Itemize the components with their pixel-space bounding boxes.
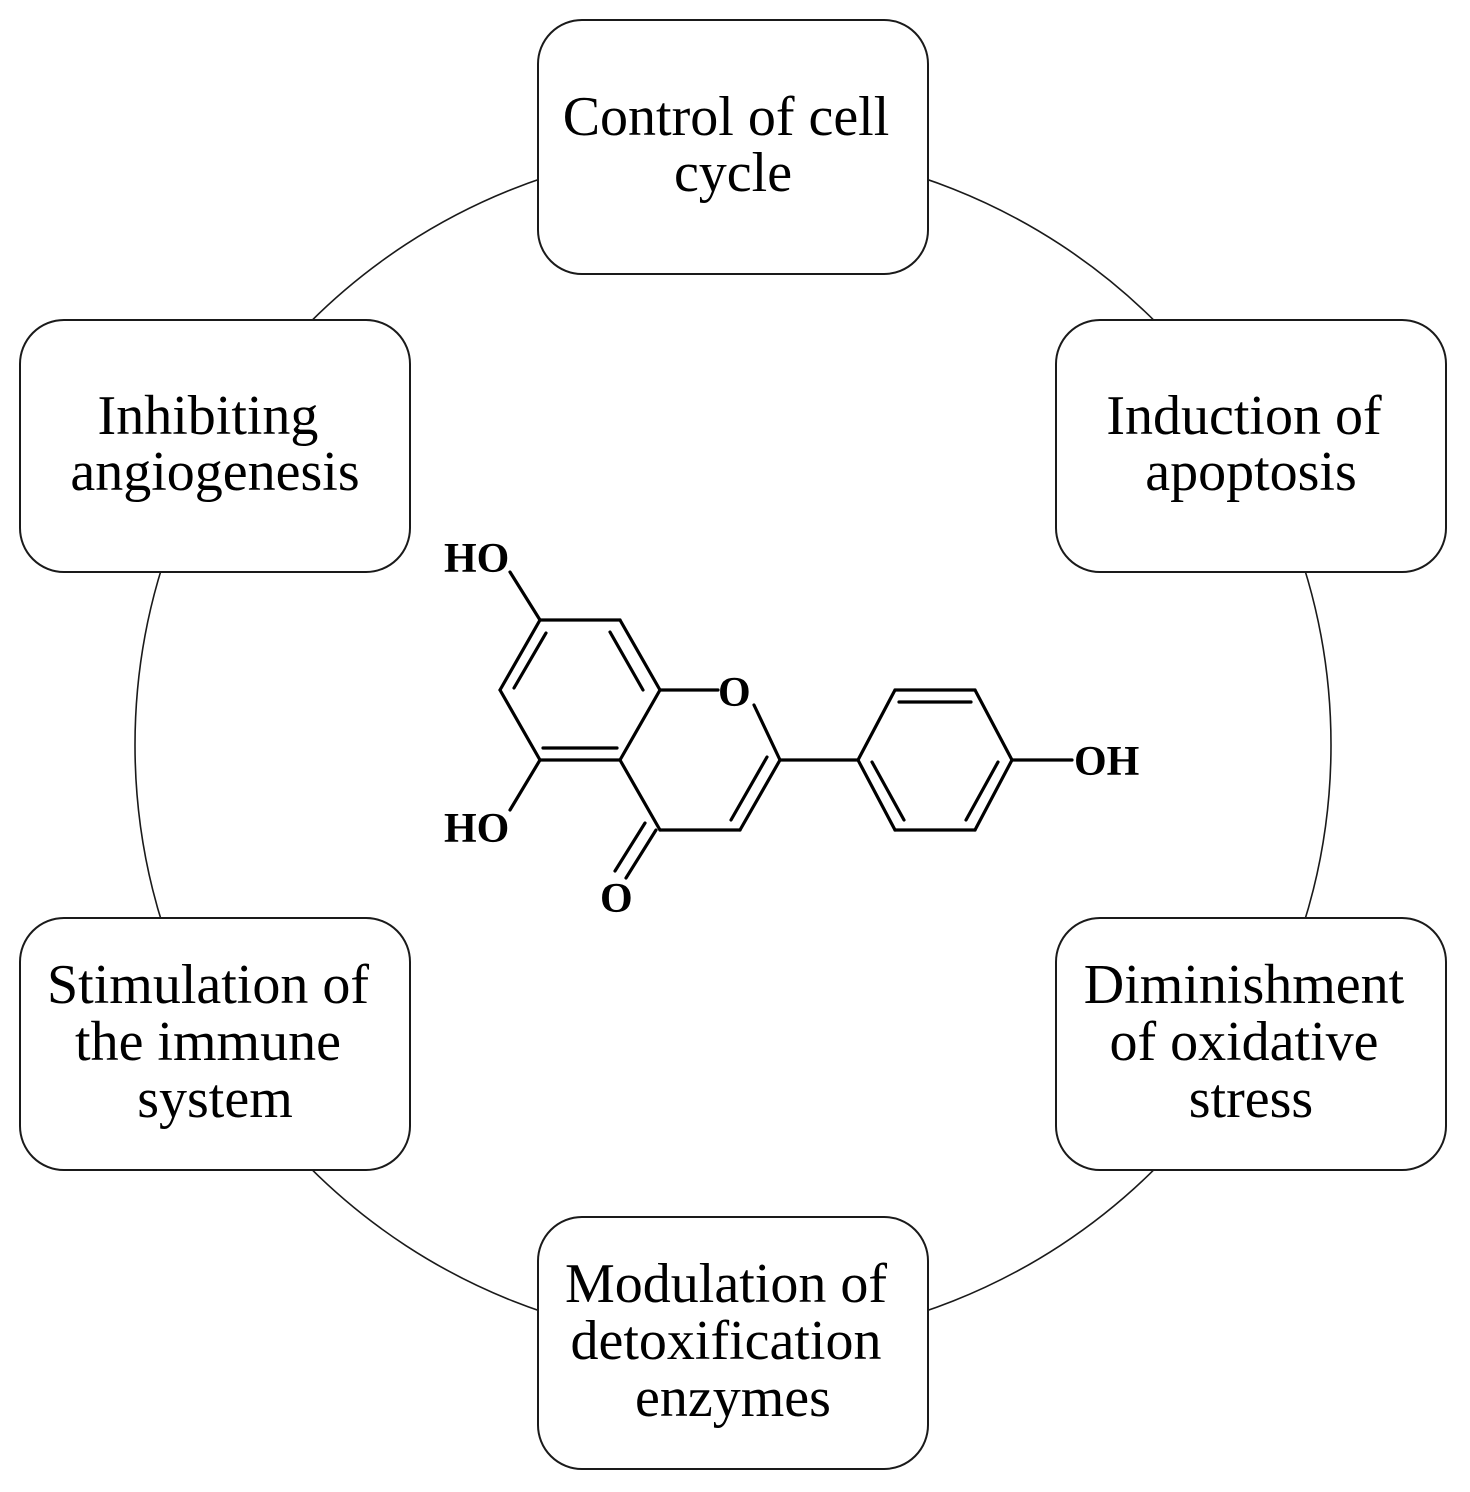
box-induction-of-apoptosis: Induction of apoptosis bbox=[1055, 319, 1447, 573]
hydroxyl-bonds bbox=[508, 570, 1074, 812]
box-stimulation-of-the-immune-system: Stimulation of the immune system bbox=[19, 917, 411, 1171]
box-label: Inhibiting angiogenesis bbox=[70, 385, 359, 503]
hydroxyl-label-top: HO bbox=[444, 536, 509, 582]
c-ring bbox=[618, 688, 782, 832]
box-modulation-of-detoxification-enzymes: Modulation of detoxification enzymes bbox=[537, 1216, 929, 1470]
a-ring bbox=[498, 618, 662, 762]
hydroxyl-label-right: OH bbox=[1074, 739, 1139, 785]
hydroxyl-label-bottom: HO bbox=[444, 806, 509, 852]
box-diminishment-of-oxidative-stress: Diminishment of oxidative stress bbox=[1055, 917, 1447, 1171]
box-label: Modulation of detoxification enzymes bbox=[565, 1253, 901, 1429]
box-control-of-cell-cycle: Control of cell cycle bbox=[537, 19, 929, 275]
box-label: Stimulation of the immune system bbox=[47, 954, 383, 1130]
box-label: Diminishment of oxidative stress bbox=[1084, 954, 1418, 1130]
carbonyl-group bbox=[613, 821, 658, 880]
box-inhibiting-angiogenesis: Inhibiting angiogenesis bbox=[19, 319, 411, 573]
carbonyl-oxygen-label: O bbox=[600, 876, 633, 922]
b-ring bbox=[778, 688, 1014, 832]
ring-oxygen-label: O bbox=[718, 670, 751, 716]
box-label: Induction of apoptosis bbox=[1106, 385, 1395, 503]
apigenin-structure: HO HO O O OH bbox=[444, 536, 1139, 922]
box-label: Control of cell cycle bbox=[563, 86, 904, 204]
